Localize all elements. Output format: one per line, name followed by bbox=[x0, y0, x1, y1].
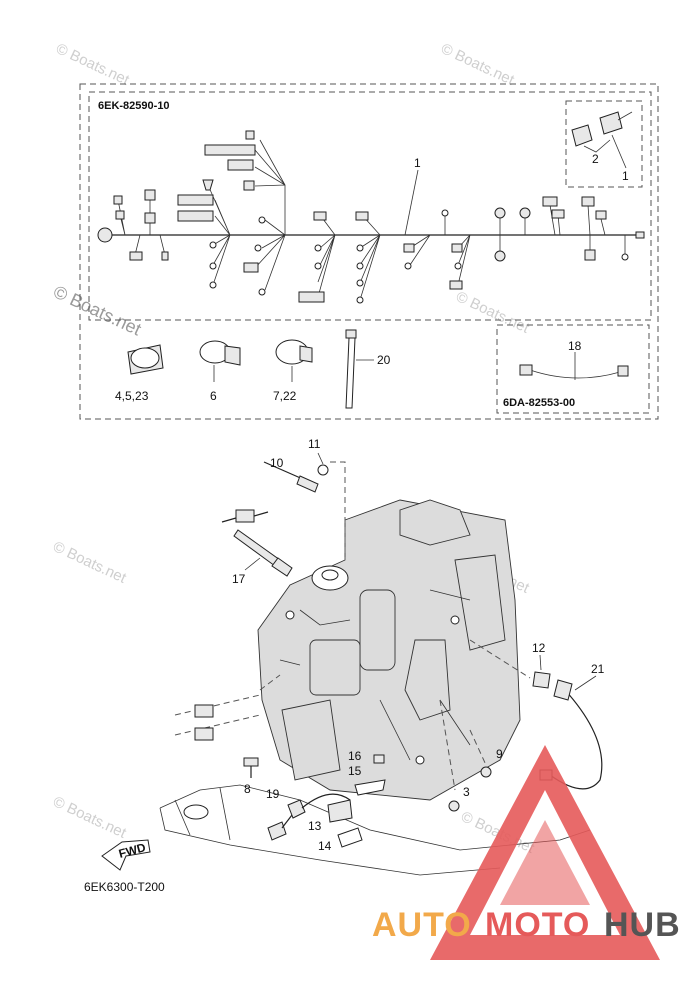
watermark: © Boats.net bbox=[438, 40, 517, 89]
harness-box bbox=[88, 91, 652, 321]
watermark: © Boats.net bbox=[50, 281, 144, 339]
callout-8: 8 bbox=[244, 782, 251, 796]
cable-tie-part-20[interactable] bbox=[345, 329, 374, 409]
sensor-part-17[interactable] bbox=[221, 509, 293, 577]
callout-1: 1 bbox=[414, 156, 421, 170]
callout-21: 21 bbox=[591, 662, 605, 676]
bolt-part-16[interactable] bbox=[373, 754, 385, 764]
callout-19: 19 bbox=[266, 787, 280, 801]
callout-11: 11 bbox=[308, 437, 321, 451]
connector-part-2[interactable] bbox=[571, 111, 633, 169]
callout-18: 18 bbox=[568, 339, 582, 353]
watermark: © Boats.net bbox=[53, 40, 132, 89]
fwd-arrow-icon: FWD bbox=[101, 839, 151, 871]
oring-part-11[interactable] bbox=[317, 464, 329, 476]
bracket-part-15[interactable] bbox=[354, 779, 386, 796]
callout-7-22: 7,22 bbox=[273, 389, 297, 403]
sensor-part-10[interactable] bbox=[263, 461, 319, 493]
callout-15: 15 bbox=[348, 764, 362, 778]
engine-block bbox=[257, 499, 521, 801]
callout-6: 6 bbox=[210, 389, 217, 403]
brand-logo: AUTO MOTO HUB bbox=[372, 745, 681, 960]
kit-outline-box bbox=[79, 83, 659, 420]
callout-12: 12 bbox=[532, 641, 546, 655]
callout-3: 3 bbox=[463, 785, 470, 799]
callout-13: 13 bbox=[308, 819, 322, 833]
brand-moto: MOTO bbox=[485, 906, 590, 944]
drawing-code: 6EK6300-T200 bbox=[84, 880, 165, 894]
watermark: © Boats.net bbox=[50, 793, 129, 842]
cable-part-18[interactable] bbox=[519, 352, 629, 380]
kit-code-top: 6EK-82590-10 bbox=[98, 100, 170, 112]
clamp-part-4-5-23[interactable] bbox=[127, 344, 164, 375]
watermark: © Boats.net bbox=[50, 538, 129, 587]
fwd-label: FWD bbox=[117, 840, 147, 861]
holder-part-13[interactable] bbox=[327, 799, 353, 823]
clamp-part-6[interactable] bbox=[199, 340, 241, 382]
bolt-part-3[interactable] bbox=[448, 800, 460, 812]
callout-10: 10 bbox=[270, 456, 284, 470]
triangle-logo-icon bbox=[430, 745, 660, 960]
callout-14: 14 bbox=[318, 839, 332, 853]
cable-sub-box bbox=[496, 324, 650, 414]
bolt-part-9[interactable] bbox=[480, 766, 492, 778]
bolt-part-8[interactable] bbox=[243, 757, 259, 778]
connector-sub-box bbox=[565, 100, 643, 188]
plate-part-14[interactable] bbox=[337, 827, 363, 848]
sensor-part-12[interactable] bbox=[532, 671, 551, 689]
callout-4-5-23: 4,5,23 bbox=[115, 389, 149, 403]
callout-17: 17 bbox=[232, 572, 246, 586]
callout-9: 9 bbox=[496, 747, 503, 761]
clamp-part-7-22[interactable] bbox=[275, 339, 313, 382]
brand-auto: AUTO bbox=[372, 906, 472, 944]
callout-20: 20 bbox=[377, 353, 391, 367]
harness-part-19[interactable] bbox=[267, 793, 351, 841]
watermark: © Boats.net bbox=[453, 288, 532, 337]
wire-harness-1[interactable] bbox=[97, 130, 645, 304]
callout-16: 16 bbox=[348, 749, 362, 763]
callout-1b: 1 bbox=[622, 169, 629, 183]
kit-code-cable: 6DA-82553-00 bbox=[503, 397, 575, 409]
callout-2: 2 bbox=[592, 152, 599, 166]
brand-hub: HUB bbox=[604, 906, 681, 944]
